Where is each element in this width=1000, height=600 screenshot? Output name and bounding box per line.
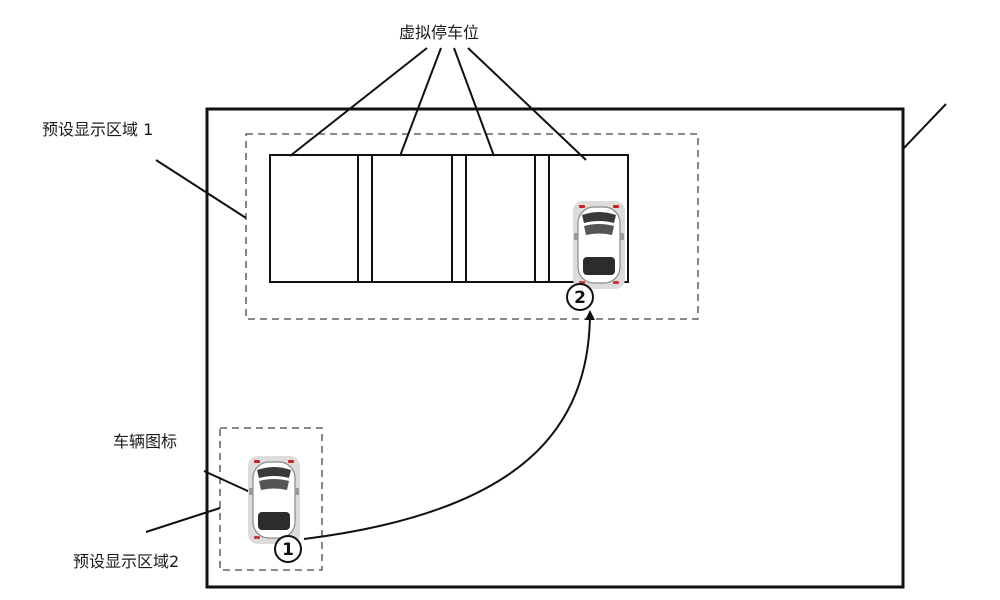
trajectory-arrow xyxy=(304,312,590,539)
marker-end: 2 xyxy=(567,284,593,310)
label-virtual-parking: 虚拟停车位 xyxy=(399,25,479,41)
svg-text:1: 1 xyxy=(282,540,294,560)
label-vehicle-icon: 车辆图标 xyxy=(113,434,177,450)
scene-leader-line xyxy=(903,104,946,149)
preset-display-area-1 xyxy=(246,134,698,319)
svg-text:2: 2 xyxy=(574,288,586,308)
vehicle-icon-leader-line xyxy=(204,471,250,492)
label-preset-area-2: 预设显示区域2 xyxy=(73,554,179,570)
virtual-parking-leader-lines xyxy=(290,48,586,160)
parking-dividers xyxy=(358,155,549,282)
area-1-leader-line xyxy=(156,160,246,218)
area-2-leader-line xyxy=(146,508,220,532)
scene-boundary xyxy=(207,109,903,587)
vehicle-icon-end xyxy=(573,201,625,289)
vehicle-icon-start xyxy=(248,456,300,544)
label-preset-area-1: 预设显示区域 1 xyxy=(42,122,153,138)
marker-start: 1 xyxy=(275,536,301,562)
